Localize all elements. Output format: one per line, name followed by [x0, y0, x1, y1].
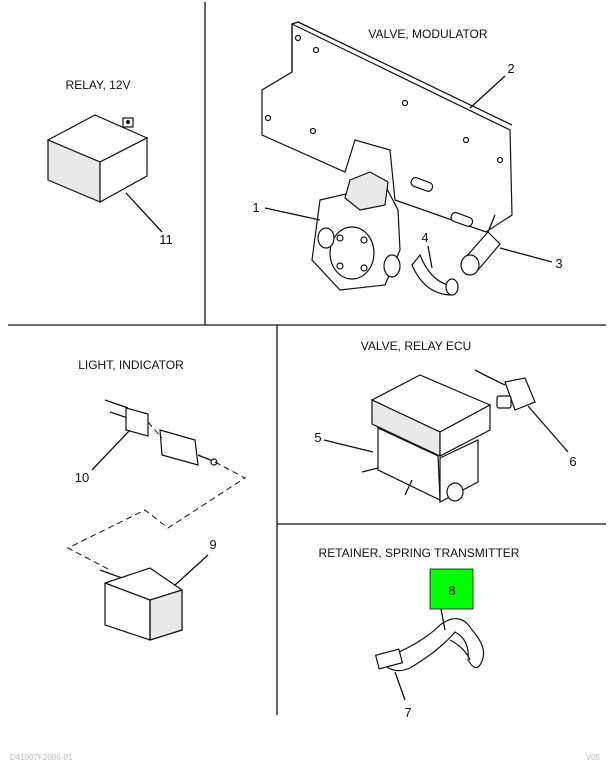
relay-ecu-fitting: [474, 369, 536, 411]
panel-dividers: [8, 2, 606, 715]
indicator-connector: [104, 399, 218, 466]
relay-ecu-valve: [361, 374, 492, 503]
panel-modulator: VALVE, MODULATOR: [252, 21, 563, 296]
panel-title-modulator: VALVE, MODULATOR: [368, 27, 487, 41]
callout-4: 4: [421, 230, 428, 245]
panel-relay: RELAY, 12V 11: [46, 78, 173, 247]
panel-title-light: LIGHT, INDICATOR: [78, 358, 184, 372]
callout-5: 5: [314, 430, 321, 445]
panel-title-retainer: RETAINER, SPRING TRANSMITTER: [319, 546, 520, 560]
spring-retainer-part: [374, 618, 485, 672]
callout-1: 1: [252, 200, 259, 215]
footer-version: V05: [586, 753, 601, 761]
callout-10: 10: [75, 470, 89, 485]
indicator-light: [99, 567, 183, 641]
callout-8-highlight: [429, 568, 474, 610]
panel-relay-ecu: VALVE, RELAY ECU 5 6: [314, 339, 577, 503]
panel-retainer: RETAINER, SPRING TRANSMITTER 8 7: [319, 546, 520, 720]
relay-part: [46, 114, 149, 204]
callout-6: 6: [569, 454, 576, 469]
panel-light: LIGHT, INDICATOR 10 9: [66, 358, 246, 641]
panel-title-relay: RELAY, 12V: [66, 78, 131, 92]
connector-fitting: [460, 214, 501, 276]
callout-9: 9: [209, 537, 216, 552]
callout-11: 11: [159, 232, 173, 247]
callout-3: 3: [555, 256, 562, 271]
modulator-valve-body: [311, 171, 401, 291]
elbow-fitting: [411, 253, 459, 296]
footer-doc-id: D41007F2006-01: [10, 753, 73, 761]
callout-2: 2: [507, 61, 514, 76]
callout-7: 7: [404, 705, 411, 720]
mounting-bracket: [261, 21, 513, 233]
callout-8: 8: [448, 583, 455, 598]
panel-title-relay-ecu: VALVE, RELAY ECU: [361, 339, 472, 353]
